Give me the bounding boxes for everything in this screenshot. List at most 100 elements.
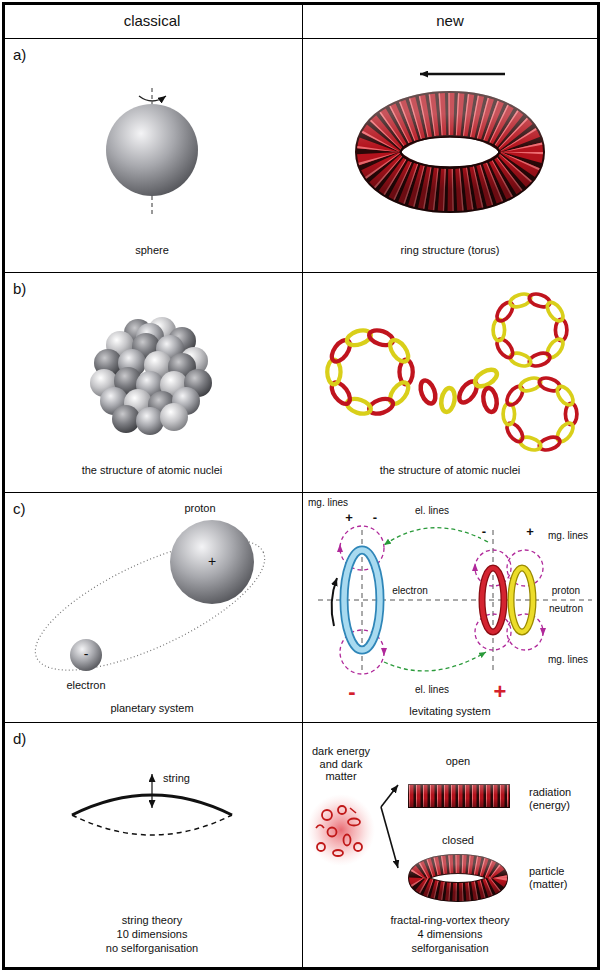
levitating-system bbox=[337, 544, 343, 552]
nucleus-spheres bbox=[136, 407, 164, 435]
dark-matter-cloud bbox=[316, 825, 324, 828]
charge-sign: - bbox=[83, 646, 90, 662]
ring-nucleus bbox=[440, 387, 457, 413]
table-cell: b) the structure of atomic nuclei bbox=[4, 272, 303, 493]
ring-nucleus bbox=[472, 366, 499, 389]
levitating-system bbox=[381, 648, 387, 656]
levitating-system bbox=[344, 550, 380, 650]
charge-sign: - bbox=[372, 511, 378, 526]
vibrating-string bbox=[151, 774, 152, 808]
torus-ring-structure bbox=[378, 114, 522, 190]
levitating-system bbox=[511, 568, 533, 632]
charge-sign: - bbox=[481, 525, 487, 540]
field-label: el. lines bbox=[414, 505, 450, 517]
theory-caption: fractal-ring-vortex theory bbox=[389, 914, 510, 927]
open-ring-coil bbox=[408, 784, 510, 808]
column-header: classical bbox=[123, 12, 182, 29]
vibrating-string bbox=[72, 774, 232, 835]
rotating-sphere bbox=[152, 196, 153, 214]
open-ring-coil bbox=[408, 784, 510, 808]
dark-matter-cloud bbox=[338, 806, 346, 814]
charge-sign: + bbox=[525, 525, 535, 540]
levitating-system bbox=[511, 568, 533, 632]
dark-matter-cloud bbox=[307, 794, 375, 866]
planetary-system bbox=[170, 520, 254, 604]
row-label: c) bbox=[12, 500, 27, 517]
dark-matter-cloud bbox=[328, 828, 337, 837]
flow-arrow bbox=[381, 807, 398, 868]
flow-arrow bbox=[381, 785, 398, 807]
closed-ring-torus bbox=[418, 864, 498, 892]
state-label: particle (matter) bbox=[528, 865, 592, 890]
field-label: el. lines bbox=[414, 684, 450, 696]
planetary-system bbox=[70, 639, 102, 671]
theory-caption: string theory bbox=[121, 914, 184, 927]
dark-matter-cloud bbox=[307, 794, 375, 866]
row-label: a) bbox=[12, 46, 27, 63]
particle-label: neutron bbox=[548, 603, 584, 615]
dark-matter-cloud bbox=[317, 843, 325, 851]
connectors bbox=[381, 785, 398, 868]
field-label: mg. lines bbox=[307, 497, 349, 509]
torus-ring-structure bbox=[378, 114, 522, 190]
levitating-system bbox=[318, 600, 592, 601]
row-label: d) bbox=[12, 730, 27, 747]
particle-label: proton bbox=[551, 585, 581, 597]
table-cell: dark energy and dark matter open radiation… bbox=[302, 722, 598, 968]
figure-caption: ring structure (torus) bbox=[399, 244, 500, 257]
figure-label: string bbox=[162, 772, 191, 785]
levitating-system bbox=[344, 550, 380, 650]
rotating-sphere bbox=[139, 96, 166, 101]
closed-ring-torus bbox=[418, 864, 498, 892]
particle-label: proton bbox=[183, 502, 216, 515]
header-cell: new bbox=[302, 4, 598, 39]
table-frame bbox=[3, 3, 599, 969]
row-label: b) bbox=[12, 280, 27, 297]
state-label: open bbox=[445, 755, 471, 768]
ring-nucleus bbox=[482, 387, 499, 413]
dark-matter-cloud bbox=[354, 843, 362, 851]
open-state-node: open radiation (energy) bbox=[398, 752, 594, 818]
theory-caption: no selforganisation bbox=[105, 942, 199, 955]
rotating-sphere bbox=[106, 104, 198, 196]
closed-ring-torus bbox=[418, 864, 498, 892]
dark-matter-cloud bbox=[350, 808, 356, 813]
ring-nucleus bbox=[327, 292, 577, 453]
open-ring-coil bbox=[408, 784, 510, 808]
torus-ring-structure bbox=[420, 73, 505, 76]
figure-caption: the structure of atomic nuclei bbox=[81, 464, 224, 477]
nucleus-spheres bbox=[90, 317, 212, 435]
theory-caption: 4 dimensions bbox=[417, 928, 484, 941]
table-cell: c)proton+-electronplanetary system bbox=[4, 492, 303, 723]
ring-nucleus bbox=[327, 328, 413, 417]
ring-nucleus bbox=[418, 379, 438, 406]
torus-ring-structure bbox=[378, 114, 522, 190]
charge-sign: + bbox=[207, 553, 217, 569]
levitating-system bbox=[332, 578, 337, 626]
ring-nucleus bbox=[503, 376, 577, 453]
nucleus-spheres bbox=[160, 403, 188, 431]
dark-matter-cloud bbox=[348, 819, 360, 826]
vibrating-string bbox=[72, 815, 232, 835]
closed-state-node: closed particle (matter) bbox=[398, 830, 594, 906]
open-ring-coil bbox=[409, 785, 509, 807]
theory-caption: selforganisation bbox=[410, 942, 489, 955]
levitating-system bbox=[472, 563, 478, 571]
dark-matter-cloud bbox=[322, 810, 332, 820]
state-label: closed bbox=[441, 834, 475, 847]
levitating-system bbox=[482, 568, 504, 632]
dark-matter-cloud bbox=[333, 850, 343, 856]
field-label: mg. lines bbox=[547, 530, 589, 542]
field-label: mg. lines bbox=[547, 654, 589, 666]
particle-label: electron bbox=[391, 585, 429, 597]
nucleus-spheres bbox=[112, 405, 140, 433]
particle-label: electron bbox=[65, 679, 106, 692]
cloud-label: dark energy and dark matter bbox=[303, 745, 379, 783]
state-label: radiation (energy) bbox=[528, 786, 592, 811]
table-cell: mg. lines+-el. lines-+mg. lineselectronp… bbox=[302, 492, 598, 723]
figure-caption: the structure of atomic nuclei bbox=[379, 464, 522, 477]
theory-caption: 10 dimensions bbox=[116, 928, 189, 941]
levitating-system bbox=[384, 652, 486, 671]
open-ring-coil bbox=[409, 785, 509, 807]
